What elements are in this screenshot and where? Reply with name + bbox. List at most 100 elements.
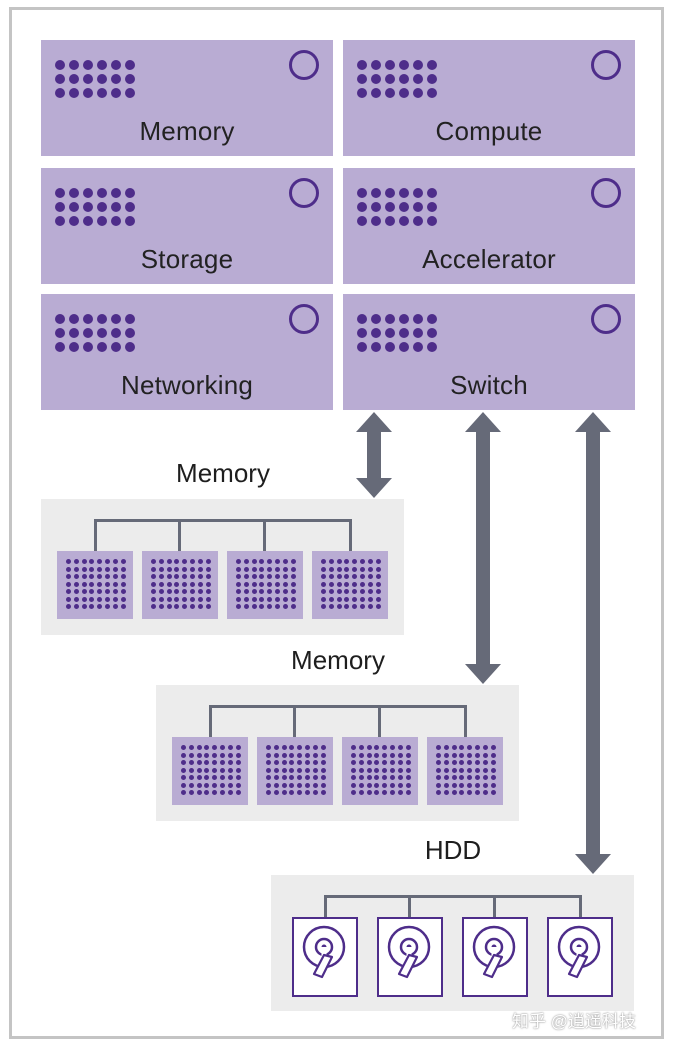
- port-dot: [413, 216, 423, 226]
- port-dot: [357, 314, 367, 324]
- chip-dot: [290, 566, 296, 572]
- chip-dot: [235, 790, 241, 795]
- port-dot: [111, 188, 121, 198]
- hard-disk-icon: [547, 917, 613, 997]
- chip-dot: [259, 589, 265, 594]
- port-dot: [413, 74, 423, 84]
- chip-dot: [196, 775, 202, 780]
- double-arrow-icon: [575, 412, 611, 874]
- chip-dot: [205, 566, 211, 572]
- port-dot: [125, 188, 135, 198]
- chip-dot: [328, 574, 334, 579]
- chip-dot: [482, 782, 488, 788]
- chip-dot: [112, 559, 118, 564]
- chip-dot: [359, 581, 365, 587]
- port-dot: [427, 88, 437, 98]
- chip-dot: [359, 566, 365, 572]
- chip-dot: [197, 589, 203, 594]
- disk-platter: [557, 925, 601, 979]
- port-dot: [399, 74, 409, 84]
- chip-dot: [81, 604, 87, 609]
- chip-dot: [336, 566, 342, 572]
- chip-dot: [274, 559, 280, 564]
- port-dot: [69, 216, 79, 226]
- chip-dot: [243, 604, 249, 609]
- chip-dot: [297, 767, 303, 773]
- chip-dot: [375, 566, 381, 572]
- chip-dot: [289, 790, 295, 795]
- chip-dot: [405, 775, 411, 780]
- chip-dot: [273, 745, 279, 750]
- module-storage: Storage: [41, 168, 333, 284]
- chip-dot: [66, 566, 71, 572]
- chip-dot: [120, 566, 126, 572]
- chip-dot: [243, 581, 249, 587]
- chip-dot: [212, 745, 218, 750]
- chip-dot: [181, 790, 186, 795]
- chip-dot: [104, 581, 110, 587]
- chip-dot: [289, 767, 295, 773]
- chip-dot: [174, 604, 180, 609]
- chip-dot: [219, 790, 225, 795]
- chip-dot: [227, 752, 233, 758]
- chip-dot: [182, 604, 188, 609]
- port-dot: [413, 314, 423, 324]
- chip-dot: [443, 775, 449, 780]
- chip-dot: [227, 745, 233, 750]
- chip-dot: [336, 589, 342, 594]
- chip-dot: [73, 559, 79, 564]
- chip-dot: [320, 775, 326, 780]
- chip-dot: [451, 760, 457, 765]
- chip-dot: [219, 752, 225, 758]
- chip-dot: [459, 745, 465, 750]
- chip-dot: [359, 596, 365, 602]
- chip-dot: [235, 752, 241, 758]
- chip-dot: [189, 589, 195, 594]
- bus-line: [378, 705, 381, 737]
- chip-dot: [182, 559, 188, 564]
- chip-dot: [166, 596, 172, 602]
- chip-dot: [321, 589, 326, 594]
- chip-dot: [181, 767, 186, 773]
- chip-dot: [243, 589, 249, 594]
- chip-dot: [374, 760, 380, 765]
- chip-dot: [212, 760, 218, 765]
- memory-chip-icon: [227, 551, 303, 619]
- chip-dot: [321, 574, 326, 579]
- chip-dot: [482, 745, 488, 750]
- status-ring-icon: [289, 178, 319, 208]
- chip-dot: [282, 596, 288, 602]
- chip-dot: [351, 790, 356, 795]
- port-dot: [111, 342, 121, 352]
- chip-dot: [436, 752, 441, 758]
- module-accelerator: Accelerator: [343, 168, 635, 284]
- chip-dot: [382, 745, 388, 750]
- chip-dot: [436, 775, 441, 780]
- chip-dot: [297, 745, 303, 750]
- chip-dot: [197, 574, 203, 579]
- chip-dot: [304, 745, 310, 750]
- chip-dot: [467, 767, 473, 773]
- disk-platter: [387, 925, 431, 979]
- port-dot: [111, 60, 121, 70]
- chip-dot: [66, 604, 71, 609]
- chip-dot: [112, 581, 118, 587]
- chip-dot: [182, 574, 188, 579]
- chip-dot: [197, 566, 203, 572]
- port-dot: [97, 188, 107, 198]
- chip-dot: [212, 782, 218, 788]
- port-dot: [427, 328, 437, 338]
- chip-dot: [236, 566, 241, 572]
- chip-dot: [205, 604, 211, 609]
- chip-dot: [104, 566, 110, 572]
- chip-dot: [443, 767, 449, 773]
- port-dot: [97, 202, 107, 212]
- chip-dot: [158, 581, 164, 587]
- chip-dot: [436, 782, 441, 788]
- chip-dot: [375, 581, 381, 587]
- chip-dot: [73, 581, 79, 587]
- chip-dot: [312, 752, 318, 758]
- port-dot: [385, 188, 395, 198]
- bus-line: [263, 519, 266, 551]
- bus-line: [349, 519, 352, 551]
